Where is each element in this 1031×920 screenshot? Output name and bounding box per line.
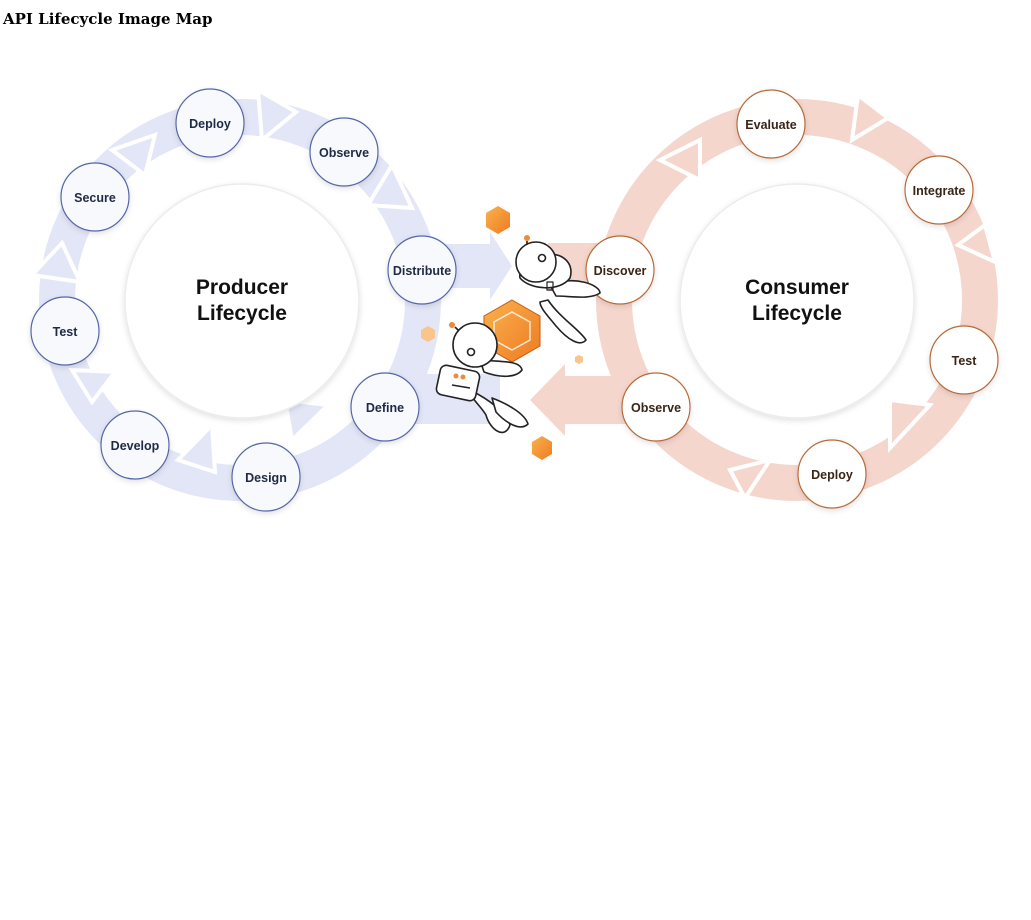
consumer-node-discover[interactable]: Discover (585, 235, 655, 305)
producer-hub-line2: Lifecycle (197, 302, 287, 325)
producer-node-test[interactable]: Test (30, 296, 100, 366)
consumer-arrow-5 (655, 136, 702, 184)
producer-arrow-3 (282, 397, 333, 445)
consumer-arrow-4 (727, 456, 775, 502)
producer-node-develop-label: Develop (111, 439, 160, 453)
consumer-node-test[interactable]: Test (929, 325, 999, 395)
svg-text:Producer: Producer (196, 276, 288, 299)
producer-arrow-1 (255, 86, 300, 144)
producer-arrow-7 (107, 131, 158, 179)
producer-arrow-5 (68, 367, 119, 406)
api-lifecycle-diagram: Producer Lifecycle Consumer Lifecycle De… (27, 86, 999, 512)
consumer-node-test-label: Test (952, 354, 978, 368)
svg-text:Lifecycle: Lifecycle (197, 302, 287, 325)
hexagon-tiny-icon (575, 355, 583, 364)
consumer-node-integrate[interactable]: Integrate (904, 155, 974, 225)
producer-arrow-2 (364, 160, 416, 211)
producer-node-test-label: Test (53, 325, 79, 339)
producer-node-deploy[interactable]: Deploy (175, 88, 245, 158)
consumer-node-discover-label: Discover (594, 264, 647, 278)
producer-arrow-6 (27, 239, 84, 285)
astronaut-lower-icon (435, 322, 529, 434)
producer-node-distribute[interactable]: Distribute (387, 235, 457, 305)
consumer-out-arrow (530, 364, 640, 436)
producer-node-define-label: Define (366, 401, 404, 415)
producer-node-design-label: Design (245, 471, 287, 485)
producer-hub: Producer Lifecycle (124, 183, 360, 419)
hexagon-bottom-icon (532, 436, 552, 460)
consumer-node-observe[interactable]: Observe (621, 372, 691, 442)
producer-node-observe[interactable]: Observe (309, 117, 379, 187)
hexagon-icon (486, 206, 510, 234)
producer-out-arrow (440, 232, 512, 300)
producer-node-develop[interactable]: Develop (100, 410, 170, 480)
consumer-node-observe-label: Observe (631, 401, 681, 415)
hexagon-inner-icon (493, 311, 531, 351)
producer-node-secure[interactable]: Secure (60, 162, 130, 232)
consumer-node-deploy-label: Deploy (811, 468, 853, 482)
consumer-node-evaluate-label: Evaluate (745, 118, 796, 132)
page-title: API Lifecycle Image Map (3, 10, 213, 28)
consumer-node-deploy[interactable]: Deploy (797, 439, 867, 509)
consumer-hub: Consumer Lifecycle (679, 183, 915, 419)
astronaut-upper-icon (515, 235, 601, 344)
consumer-arrow-3 (888, 397, 935, 454)
producer-node-observe-label: Observe (319, 146, 369, 160)
svg-text:Consumer: Consumer (745, 276, 849, 299)
consumer-hub-line2: Lifecycle (752, 302, 842, 325)
producer-node-define[interactable]: Define (350, 372, 420, 442)
producer-node-design[interactable]: Design (231, 442, 301, 512)
producer-hub-line1: Producer (196, 276, 288, 299)
consumer-arrow-2 (954, 221, 999, 266)
producer-node-secure-label: Secure (74, 191, 116, 205)
svg-text:Lifecycle: Lifecycle (752, 302, 842, 325)
producer-node-distribute-label: Distribute (393, 264, 451, 278)
producer-arrow-4 (174, 420, 218, 475)
consumer-node-integrate-label: Integrate (913, 184, 966, 198)
consumer-node-evaluate[interactable]: Evaluate (736, 89, 806, 159)
hexagon-small-icon (421, 326, 435, 342)
producer-node-deploy-label: Deploy (189, 117, 231, 131)
consumer-hub-line1: Consumer (745, 276, 849, 299)
consumer-arrow-1 (849, 91, 892, 144)
astronaut-illustration (421, 206, 601, 460)
